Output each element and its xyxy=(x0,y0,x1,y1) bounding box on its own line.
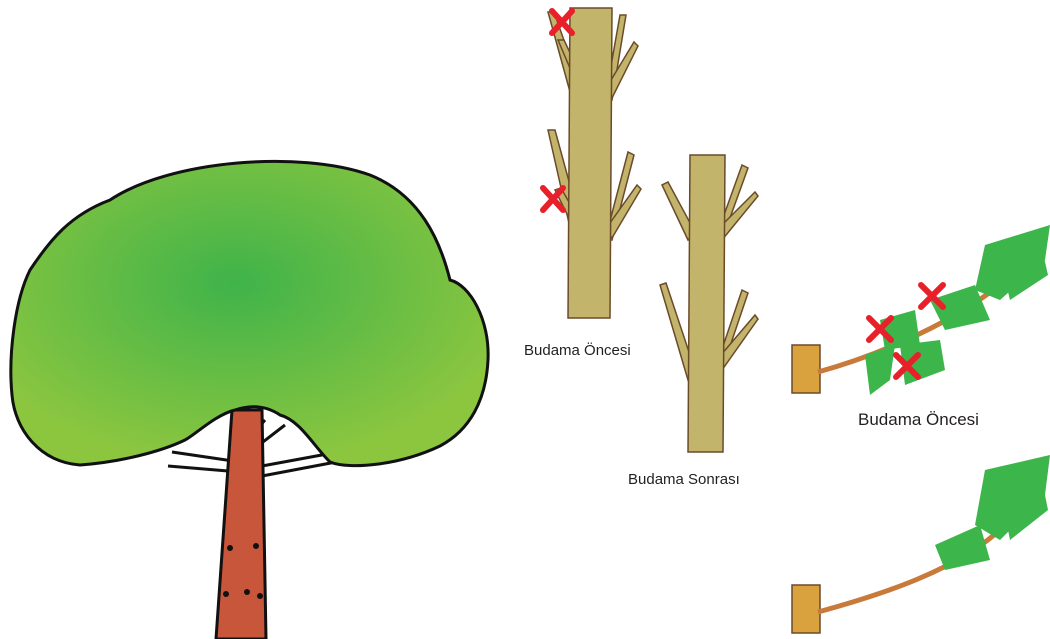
label-branch-before-pruning: Budama Öncesi xyxy=(858,410,979,430)
branch-before-pruning xyxy=(792,225,1050,395)
trunk-before-stem xyxy=(568,8,612,318)
branch-after-stub xyxy=(792,585,820,633)
branch-after-pruning xyxy=(792,455,1050,633)
label-trunk-before-pruning: Budama Öncesi xyxy=(524,342,631,359)
trunk-before-pruning xyxy=(543,8,641,318)
branch-before-stub xyxy=(792,345,820,393)
branch-before-needles xyxy=(865,225,1050,395)
tree-trunk xyxy=(216,410,266,639)
label-trunk-after-pruning: Budama Sonrası xyxy=(628,471,740,488)
trunk-after-stem xyxy=(688,155,725,452)
pruned-tree xyxy=(11,161,488,639)
branch-after-needles xyxy=(935,455,1050,570)
trunk-after-pruning xyxy=(660,155,758,452)
